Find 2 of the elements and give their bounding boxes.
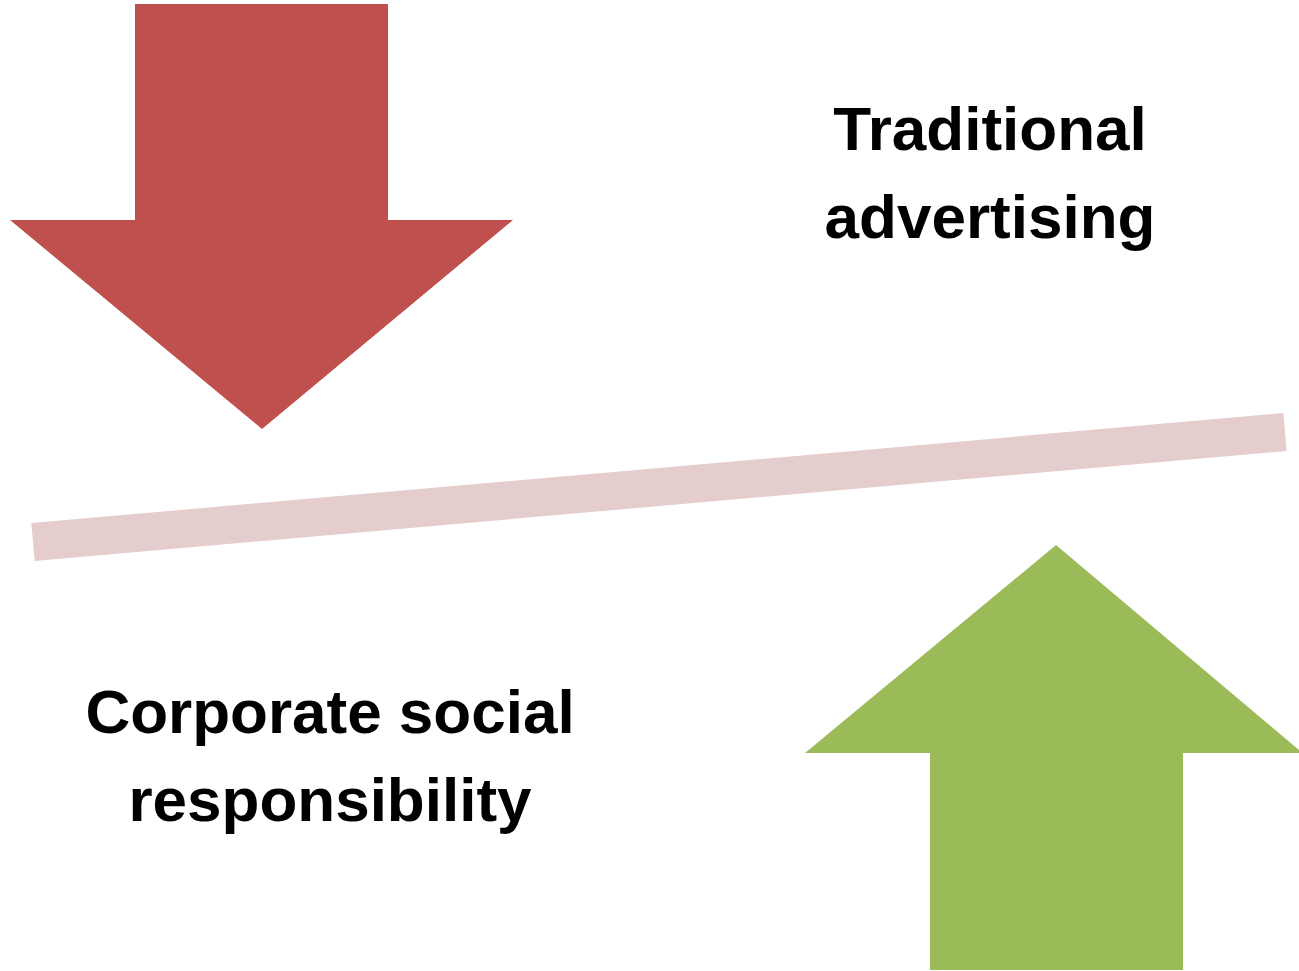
label-text: Traditional advertising: [823, 93, 1157, 253]
label-text: Corporate social responsibility: [84, 676, 576, 836]
